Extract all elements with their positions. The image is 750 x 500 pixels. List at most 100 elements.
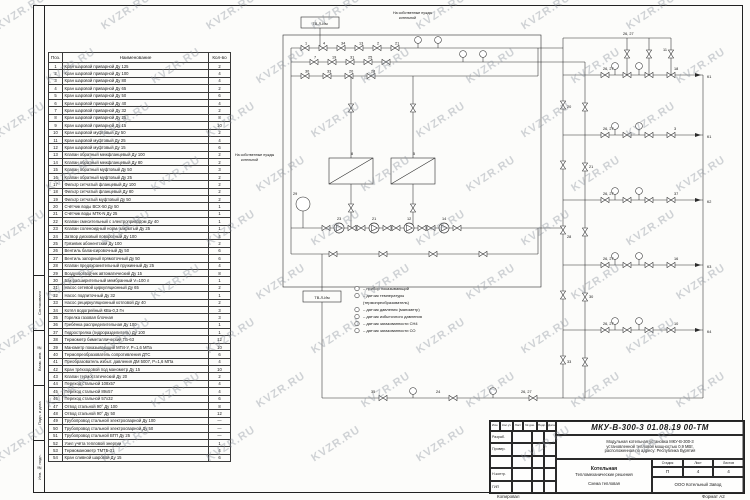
valve-icon [559,104,567,110]
part-value: 46 [48,394,63,403]
instrument-icon [611,122,619,130]
pump-arrow-icon [406,224,414,232]
part-name: Отвод стальной 90° Ду 50 [62,409,209,418]
tb-blank-cell [512,431,532,444]
valve-icon [626,196,632,204]
valve-icon [670,326,676,334]
position-label: 33 [327,70,331,74]
stage-value: П [652,467,683,477]
part-name: Кран шаровой приварной Ду 25 [62,113,209,123]
valve-icon [366,72,372,80]
part-value: 47 [48,401,63,411]
valve-icon [309,58,315,66]
legend-text: – датчик давления (манометр) [363,307,420,312]
position-label: К3 [707,265,711,269]
part-value: 49 [48,416,63,426]
instrument-icon [409,387,417,395]
tb-blank-cell [532,443,544,456]
valve-icon [428,250,434,258]
valve-icon [666,261,672,269]
position-label: К4 [707,330,711,334]
valve-icon [626,131,632,139]
valve-icon [409,207,417,213]
valve-icon [666,71,672,79]
valve-icon [347,224,353,232]
part-value: 4 [208,261,231,270]
valve-icon [559,160,567,166]
sheets-value: 4 [713,467,744,477]
valve-icon [532,394,538,402]
position-label: 8 [351,152,353,156]
legend-symbol-icon [354,328,360,334]
position-label: К1 [707,135,711,139]
part-name: Клапан предохранительный пружинный Ду 25 [62,261,209,270]
legend-symbol-icon [354,314,360,320]
valve-icon [331,58,337,66]
position-label: 4 [323,42,325,46]
position-label: 26, 27 [521,390,532,394]
valve-icon [332,250,338,258]
part-value: 8 [208,401,231,411]
part-value: 2 [208,239,231,248]
position-label: 34 [341,42,345,46]
part-name: Манометр показывающий МП4-У, Р=1,6 МПа [62,342,209,352]
part-name: Кран шаровой приварной Ду 125 [62,61,209,71]
part-value: 43 [48,372,63,381]
valve-icon [600,261,606,269]
position-label: 5 [413,152,415,156]
valve-icon [622,71,628,79]
valve-icon [645,49,653,55]
position-label: 2 [377,42,379,46]
position-label: 11 [663,48,667,52]
part-name: Кран сливной шаровой Ду 15 [62,453,209,463]
part-value: 10 [48,128,63,137]
tb-header-cell: Лист [513,421,523,431]
position-label: 14 [442,217,446,221]
part-value: 11 [48,135,63,145]
position-label: 20 [349,70,353,74]
flow-arrow-icon [695,198,701,202]
tb-blank-cell [544,468,556,481]
network-box-label: ТВ-Л-Им [314,296,330,300]
part-value: — [208,416,231,426]
part-value: 24 [48,231,63,241]
part-value: 33 [48,298,63,307]
part-name: Кран шаровой муфтовый Ду 25 [62,135,209,145]
part-name: Клапан обратный муфтовый Ду 50 [62,165,209,174]
position-label: 19 [332,56,336,60]
annotation-text: котельной [241,158,258,162]
description-line: Модульная котельная установка МКУ-В-300-… [606,438,694,444]
position-label: 25 [368,56,372,60]
part-value: 27 [48,254,63,263]
flow-arrow-icon [695,328,701,332]
drawing-frame [33,5,743,493]
instrument-icon [489,387,497,395]
valve-icon [325,224,331,232]
part-value: 5 [48,91,63,100]
part-name: Фильтр сетчатый фланцевый Ду 100 [62,180,209,189]
part-value: — [208,431,231,440]
part-value: 26 [48,246,63,256]
valve-icon [623,49,631,55]
part-name: Горелка газовая блочная [62,313,209,322]
valve-icon [417,224,423,232]
part-name: Кран шаровой приварной Ду 100 [62,69,209,78]
part-name: Воздухоотводчик автоматический Ду 15 [62,268,209,278]
part-value: 34 [48,305,63,315]
position-label: 21 [589,165,593,169]
col-header-pos: Поз. [48,52,63,63]
part-name: Кран шаровой приварной Ду 15 [62,121,209,130]
valve-icon [622,261,628,269]
